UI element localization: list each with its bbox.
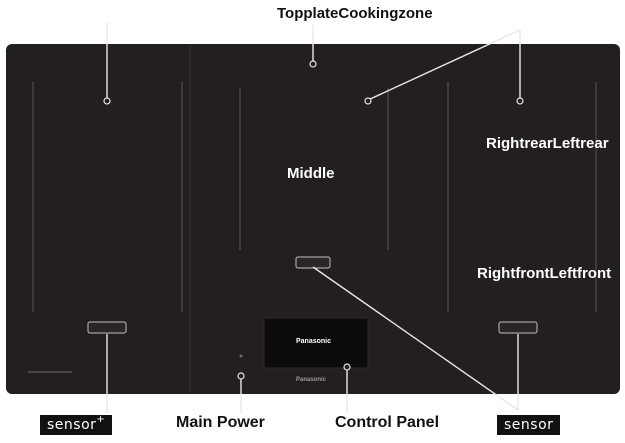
callout-dot-rear-b [516,97,524,105]
sensor-plus-text: sensor [47,417,97,433]
callout-dot-left-zone [103,97,111,105]
control-screen-brand: Panasonic [296,338,332,345]
callout-lines [106,22,521,413]
label-control-panel: Control Panel [335,414,440,431]
sensor-button-right [498,321,538,334]
label-middle: Middle [287,165,335,182]
callout-dot-main-power [237,372,245,380]
label-main-power: Main Power [176,414,265,431]
label-rear-zones: RightrearLeftrear [486,135,609,152]
callout-rear-a [367,29,521,101]
label-top-plate: TopplateCookingzone [277,5,433,22]
middle-sensor-button [295,256,331,269]
sensor-plus-button [87,321,127,334]
panel-brand: Panasonic [296,377,327,383]
control-panel-screen [263,317,369,369]
callout-dot-rear-a [364,97,372,105]
sensor-plus-tag: sensor+ [40,414,113,435]
zone-guide-lines [32,82,597,312]
sensor-tag: sensor [497,415,561,435]
callout-dots [103,60,524,380]
callout-dot-top-plate [309,60,317,68]
callout-dot-control-panel [343,363,351,371]
power-indicator [239,354,243,358]
sensor-plus-mark: + [96,414,106,425]
label-front-zones: RightfrontLeftfront [477,265,612,282]
callout-sensor-a [312,266,519,411]
